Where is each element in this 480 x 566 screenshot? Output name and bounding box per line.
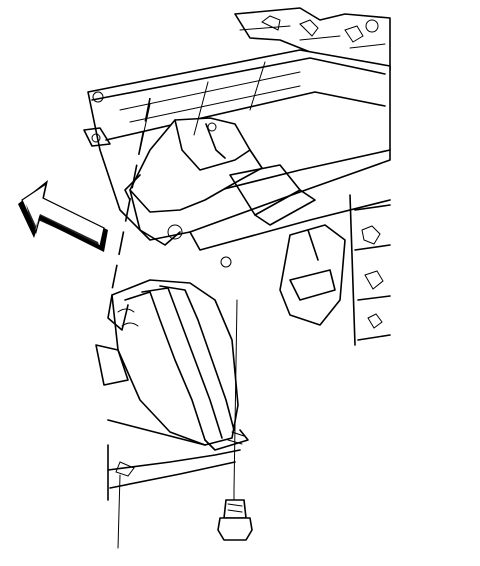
direction-arrow	[18, 180, 108, 252]
mount-cushion	[95, 279, 249, 451]
frame-rail	[107, 419, 241, 501]
transmission-mount	[220, 194, 391, 346]
engine-mount-bracket	[124, 117, 316, 246]
alignment-centerlines	[111, 61, 266, 549]
mount-bolt	[217, 299, 253, 541]
